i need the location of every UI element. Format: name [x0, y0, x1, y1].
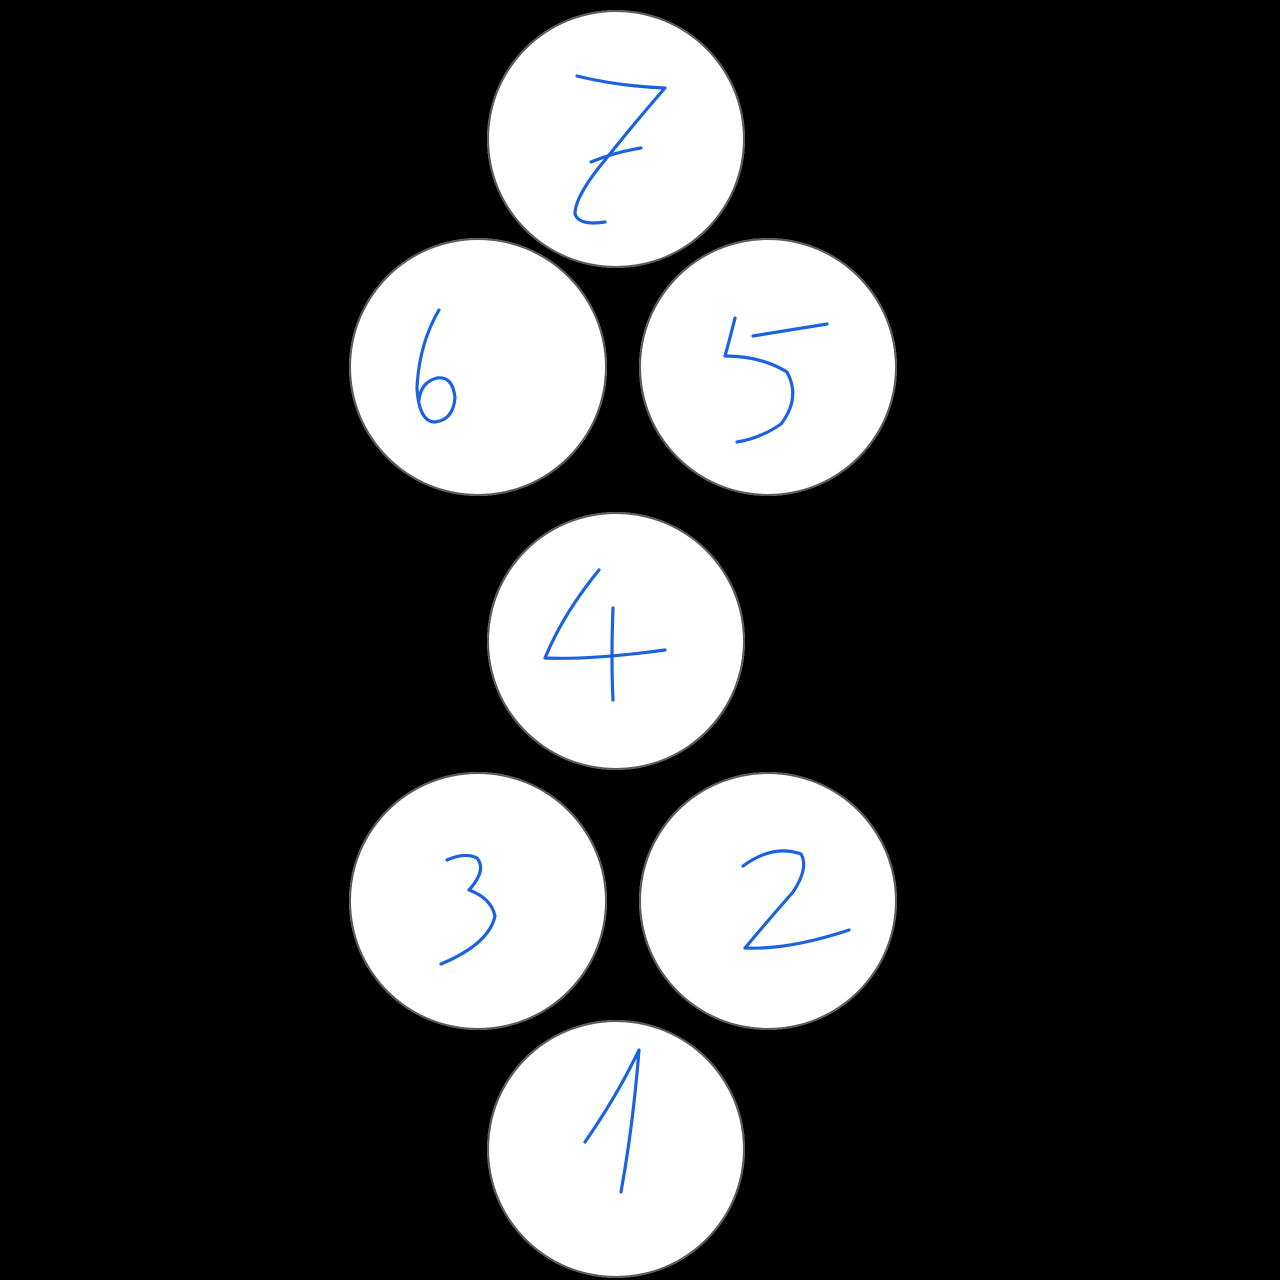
- circle-5: 5: [639, 238, 897, 496]
- digit-2-glyph: [741, 849, 851, 950]
- circle-6: 6: [349, 238, 607, 496]
- circle-1: 1: [487, 1020, 745, 1278]
- digit-6-glyph: [415, 308, 457, 424]
- digit-5-glyph: [723, 316, 829, 444]
- circle-7: 7: [487, 10, 745, 268]
- circle-2: 2: [639, 772, 897, 1030]
- circle-4: 4: [487, 512, 745, 770]
- circle-3: 3: [349, 772, 607, 1030]
- digit-1-glyph: [583, 1048, 641, 1194]
- digit-7-glyph: [573, 74, 667, 225]
- digit-3-glyph: [439, 853, 497, 966]
- digit-4-glyph: [543, 568, 667, 702]
